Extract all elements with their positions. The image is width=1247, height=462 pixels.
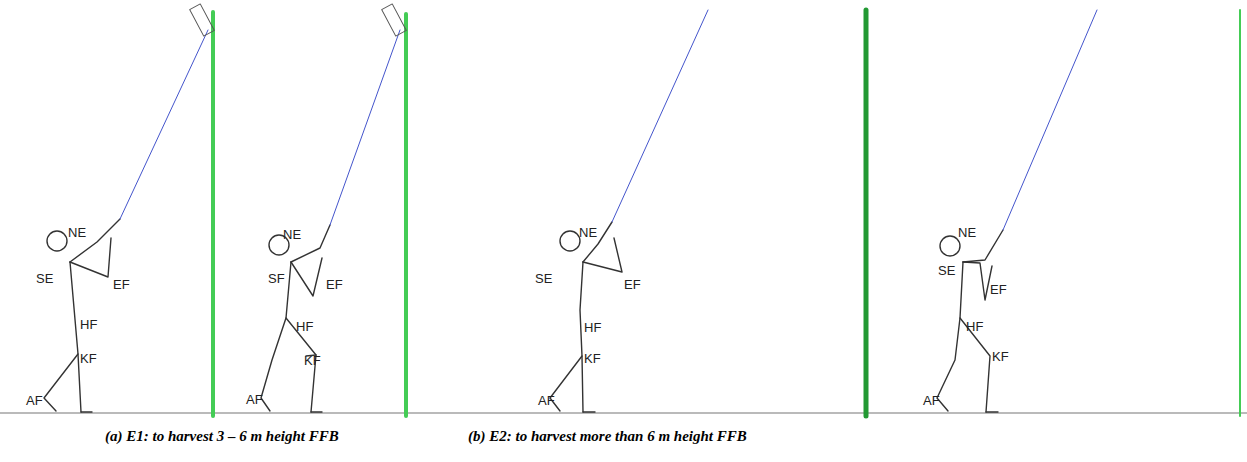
- joint-label: AF: [538, 394, 555, 407]
- joint-label: NE: [283, 228, 301, 241]
- joint-label: AF: [26, 394, 43, 407]
- joint-label: HF: [80, 318, 97, 331]
- joint-label: SE: [535, 272, 552, 285]
- joint-label: NE: [579, 226, 597, 239]
- joint-label: HF: [966, 320, 983, 333]
- joint-label: AF: [923, 394, 940, 407]
- joint-label: AF: [246, 393, 263, 406]
- joint-label: SE: [36, 272, 53, 285]
- joint-label: KF: [992, 350, 1009, 363]
- joint-label: NE: [68, 226, 86, 239]
- joint-label: EF: [624, 278, 641, 291]
- caption: (b) E2: to harvest more than 6 m height …: [468, 429, 747, 444]
- joint-label: KF: [80, 352, 97, 365]
- joint-label: EF: [990, 283, 1007, 296]
- caption: (a) E1: to harvest 3 – 6 m height FFB: [105, 429, 339, 444]
- joint-label: KF: [304, 354, 321, 367]
- joint-label: SF: [268, 272, 285, 285]
- joint-label: HF: [584, 321, 601, 334]
- joint-label: SE: [938, 264, 955, 277]
- joint-label: NE: [958, 226, 976, 239]
- joint-label: HF: [296, 320, 313, 333]
- joint-label: KF: [584, 352, 601, 365]
- joint-label: EF: [113, 278, 130, 291]
- joint-label: EF: [326, 278, 343, 291]
